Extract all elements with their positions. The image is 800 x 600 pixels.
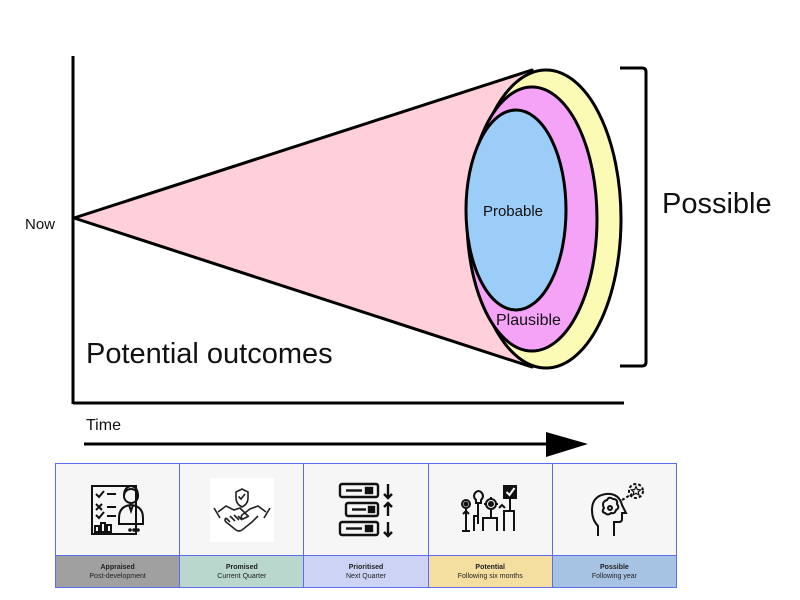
handshake-icon xyxy=(209,477,274,542)
stage-name: Prioritised xyxy=(348,563,384,571)
stage-period: Current Quarter xyxy=(217,572,267,580)
time-label: Time xyxy=(86,417,121,434)
stage-period: Post-development xyxy=(89,572,146,580)
outcomes-cone xyxy=(72,68,534,369)
stage-caption: Prioritised Next Quarter xyxy=(304,556,428,587)
stage-caption: Possible Following year xyxy=(552,556,677,587)
priority-list-icon xyxy=(338,482,393,538)
stage-period: Next Quarter xyxy=(345,572,387,580)
stage-strip: Appraised Post-development Promised Curr… xyxy=(55,463,677,588)
stage-name: Possible xyxy=(600,563,629,571)
stage-appraised: Appraised Post-development xyxy=(56,464,181,587)
time-arrowhead xyxy=(546,432,588,457)
stage-possible: Possible Following year xyxy=(552,464,677,587)
stage-potential: Potential Following six months xyxy=(428,464,553,587)
futures-cone-diagram xyxy=(71,56,648,457)
stage-caption: Appraised Post-development xyxy=(56,556,180,587)
stage-period: Following year xyxy=(591,572,637,580)
probable-label: Probable xyxy=(482,203,544,220)
stage-caption: Promised Current Quarter xyxy=(180,556,304,587)
possible-label: Possible xyxy=(662,188,772,220)
ideas-network-icon xyxy=(461,484,518,532)
stage-caption: Potential Following six months xyxy=(428,556,552,587)
head-thinking-icon xyxy=(591,482,645,536)
plausible-label: Plausible xyxy=(496,312,561,329)
stage-name: Promised xyxy=(225,563,258,571)
stage-period: Following six months xyxy=(457,572,523,580)
potential-outcomes-label: Potential outcomes xyxy=(86,338,333,370)
now-label: Now xyxy=(25,216,56,233)
appraisal-report-icon xyxy=(90,484,144,535)
probable-ellipse xyxy=(464,108,568,312)
possible-bracket xyxy=(620,66,648,368)
stage-name: Potential xyxy=(475,563,505,571)
stage-prioritised: Prioritised Next Quarter xyxy=(304,464,429,587)
stage-promised: Promised Current Quarter xyxy=(180,464,305,587)
stage-name: Appraised xyxy=(100,563,135,571)
